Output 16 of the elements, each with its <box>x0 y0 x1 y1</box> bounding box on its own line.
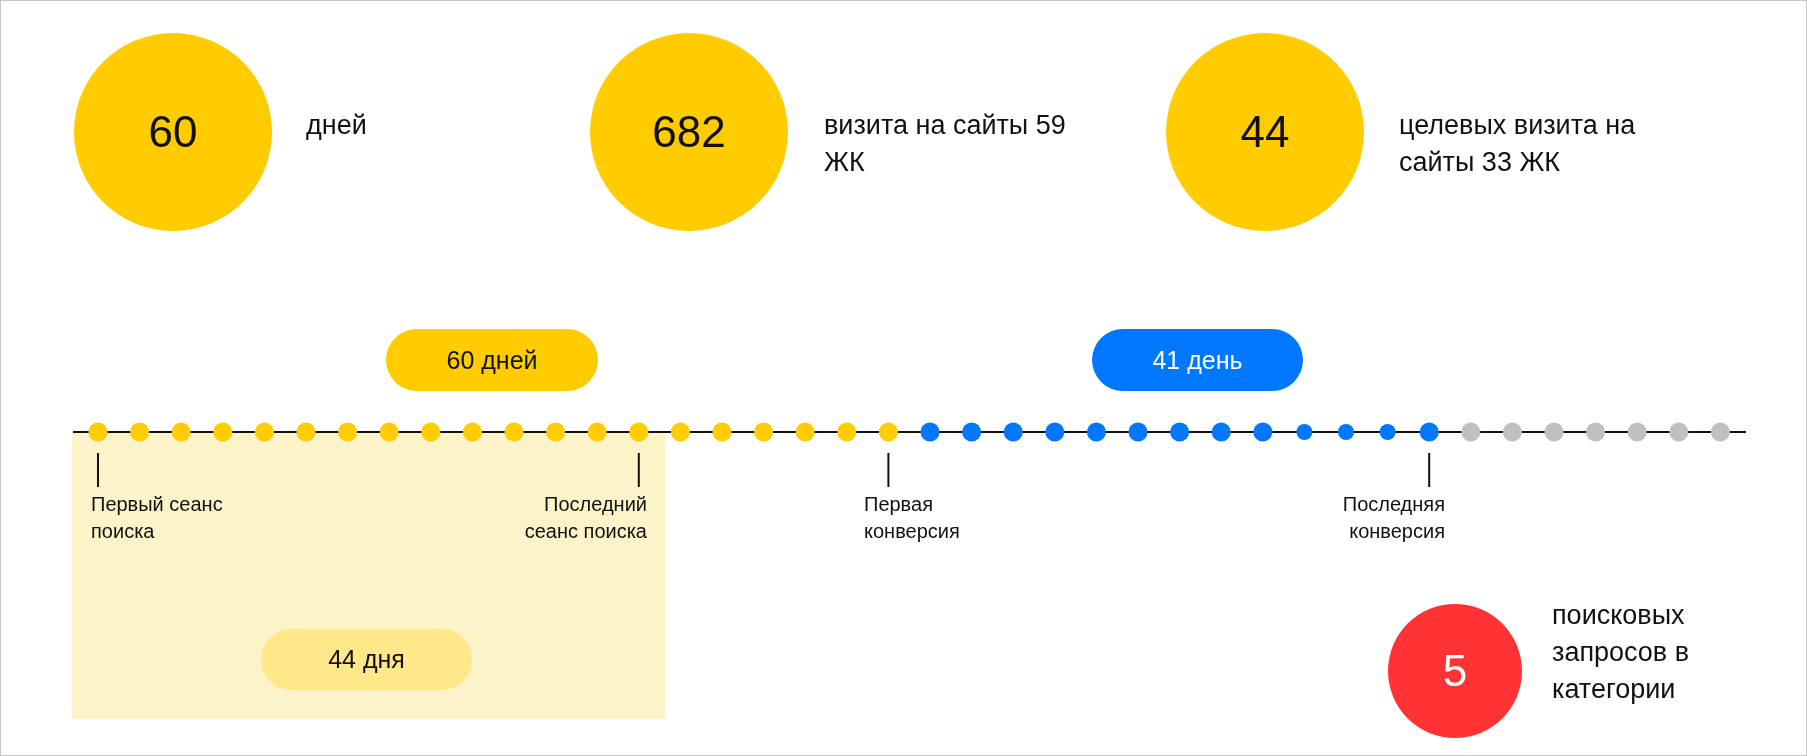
timeline-label: Последняя конверсия <box>1341 492 1445 544</box>
timeline-label: Первый сеанс поиска <box>91 492 224 544</box>
number-circle: 44 <box>1166 33 1364 231</box>
stat-caption: целевых визита на сайты 33 ЖК <box>1399 109 1637 179</box>
stat-caption: поисковых запросов в категории <box>1552 599 1691 706</box>
highlight-band <box>72 432 665 719</box>
timeline-label: Первая конверсия <box>864 492 961 544</box>
stat-caption: визита на сайты 59 ЖК <box>824 109 1067 179</box>
number-circle: 60 <box>74 33 272 231</box>
timeline-label: Последний сеанс поиска <box>523 492 647 544</box>
number-circle: 682 <box>590 33 788 231</box>
number-circle: 5 <box>1388 604 1522 738</box>
stat-caption: дней <box>306 109 368 142</box>
duration-pill: 44 дня <box>261 629 472 690</box>
duration-pill: 60 дней <box>386 329 598 391</box>
duration-pill: 41 день <box>1092 329 1303 391</box>
